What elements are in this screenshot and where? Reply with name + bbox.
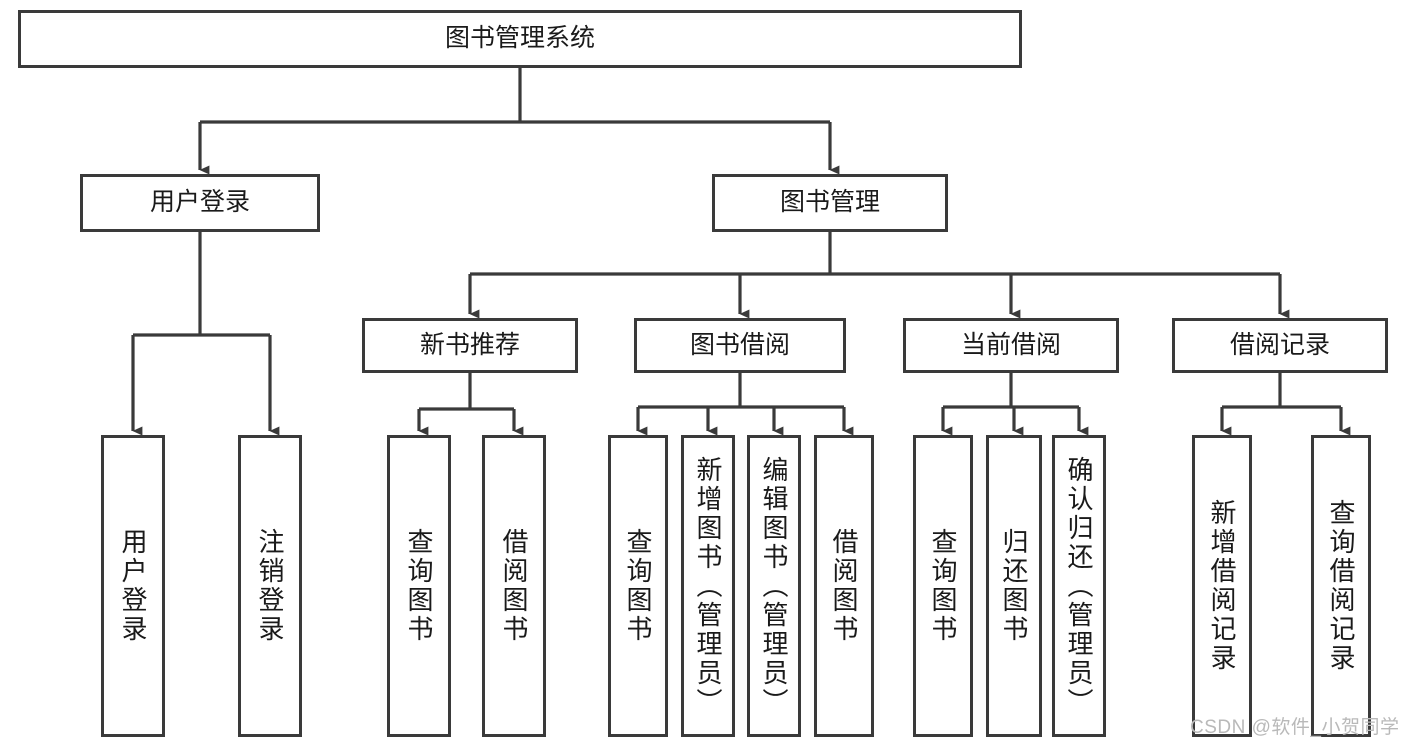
node-label: 当前借阅 [960, 330, 1061, 359]
node-label: 借阅图书 [499, 528, 529, 644]
node-book-borrow[interactable]: 图书借阅 [634, 318, 846, 373]
node-label: 新书推荐 [419, 330, 520, 359]
node-label: 新增借阅记录 [1207, 499, 1237, 673]
node-leaf-user-login[interactable]: 用户登录 [101, 435, 165, 737]
node-label: 图书借阅 [689, 330, 790, 359]
node-label: 归还图书 [999, 528, 1029, 644]
node-label: 图书管理系统 [444, 24, 595, 53]
node-label: 用户登录 [149, 188, 250, 217]
node-label: 注销登录 [255, 528, 285, 644]
node-leaf-edit-book[interactable]: 编辑图书（管理员） [747, 435, 801, 737]
node-label: 查询图书 [928, 528, 958, 644]
node-leaf-add-book[interactable]: 新增图书（管理员） [681, 435, 735, 737]
node-leaf-query-book-1[interactable]: 查询图书 [387, 435, 451, 737]
node-label: 查询图书 [404, 528, 434, 644]
node-borrow-record[interactable]: 借阅记录 [1172, 318, 1388, 373]
node-label: 借阅记录 [1229, 330, 1330, 359]
node-label: 编辑图书（管理员） [759, 455, 789, 717]
node-root-图书管理系统[interactable]: 图书管理系统 [18, 10, 1022, 68]
node-label: 图书管理 [779, 188, 880, 217]
node-leaf-add-record[interactable]: 新增借阅记录 [1192, 435, 1252, 737]
node-current-borrow[interactable]: 当前借阅 [903, 318, 1119, 373]
node-leaf-confirm-return[interactable]: 确认归还（管理员） [1052, 435, 1106, 737]
node-label: 新增图书（管理员） [693, 455, 723, 717]
node-label: 借阅图书 [829, 528, 859, 644]
node-book-manage[interactable]: 图书管理 [712, 174, 948, 232]
node-leaf-user-logout[interactable]: 注销登录 [238, 435, 302, 737]
node-leaf-query-book-2[interactable]: 查询图书 [608, 435, 668, 737]
node-label: 查询借阅记录 [1326, 499, 1356, 673]
node-leaf-query-book-3[interactable]: 查询图书 [913, 435, 973, 737]
node-leaf-query-record[interactable]: 查询借阅记录 [1311, 435, 1371, 737]
node-user-login[interactable]: 用户登录 [80, 174, 320, 232]
node-label: 用户登录 [118, 528, 148, 644]
node-leaf-return-book[interactable]: 归还图书 [986, 435, 1042, 737]
csdn-watermark: CSDN @软件_小贺同学 [1190, 717, 1400, 738]
node-label: 查询图书 [623, 528, 653, 644]
node-new-book-recommend[interactable]: 新书推荐 [362, 318, 578, 373]
node-leaf-borrow-book-2[interactable]: 借阅图书 [814, 435, 874, 737]
node-label: 确认归还（管理员） [1064, 455, 1094, 717]
node-leaf-borrow-book-1[interactable]: 借阅图书 [482, 435, 546, 737]
